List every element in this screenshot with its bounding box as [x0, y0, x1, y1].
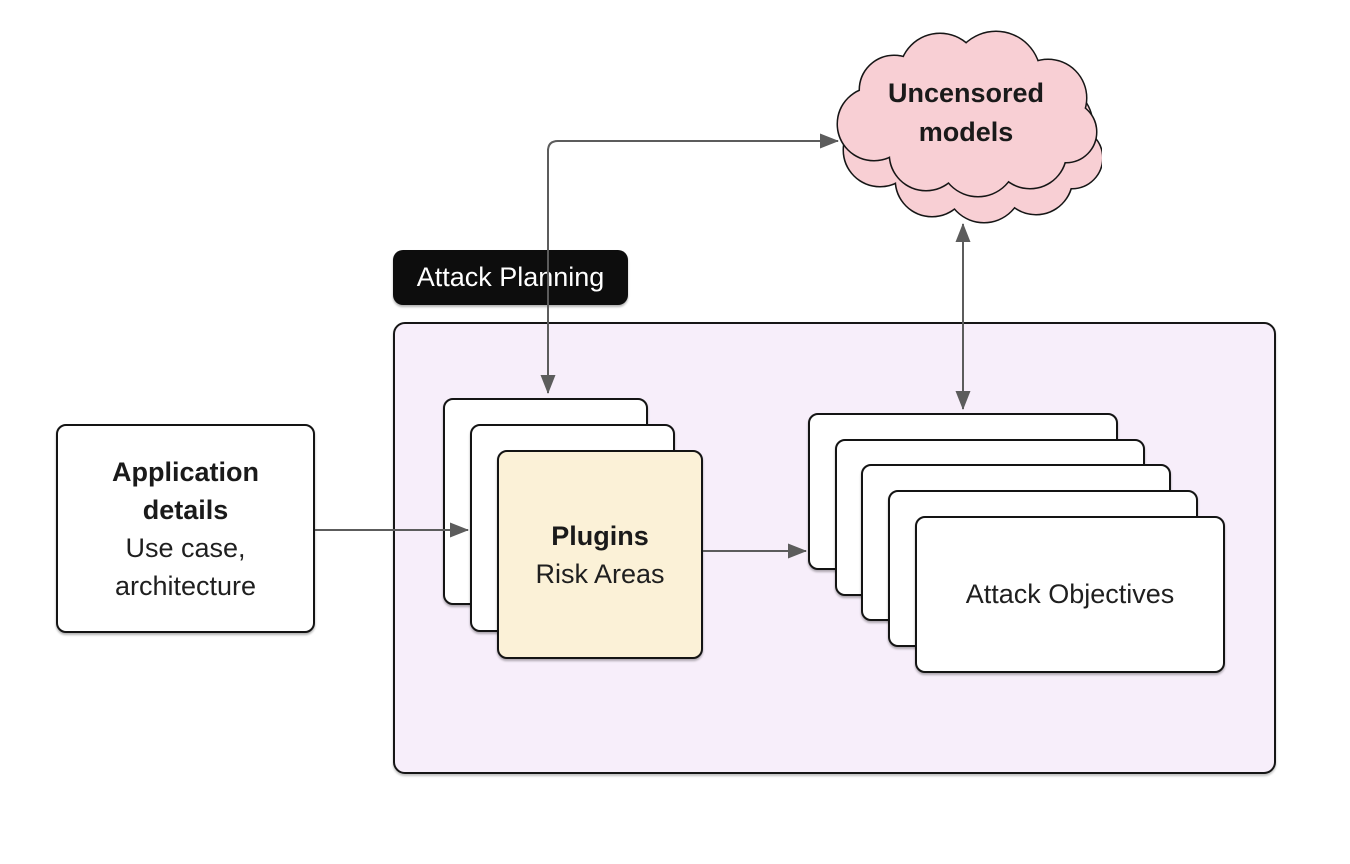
plugins-title: Plugins [551, 520, 649, 551]
application-details-box: Application details Use case, architectu… [56, 424, 315, 633]
uncensored-models-label-text: Uncensored models [887, 78, 1045, 147]
application-details-subtitle: Use case, architecture [114, 532, 257, 601]
plugins-card: Plugins Risk Areas [497, 450, 703, 659]
plugins-subtitle: Risk Areas [535, 558, 665, 589]
arrow-planning-to-cloud [547, 133, 839, 152]
application-details-title: Application details [112, 456, 259, 525]
uncensored-models-label: Uncensored models [830, 74, 1102, 152]
attack-planning-label-text: Attack Planning [416, 262, 605, 292]
attack-objectives-label: Attack Objectives [965, 579, 1175, 609]
attack-planning-label: Attack Planning [393, 250, 628, 305]
attack-objectives-card: Attack Objectives [915, 516, 1225, 673]
